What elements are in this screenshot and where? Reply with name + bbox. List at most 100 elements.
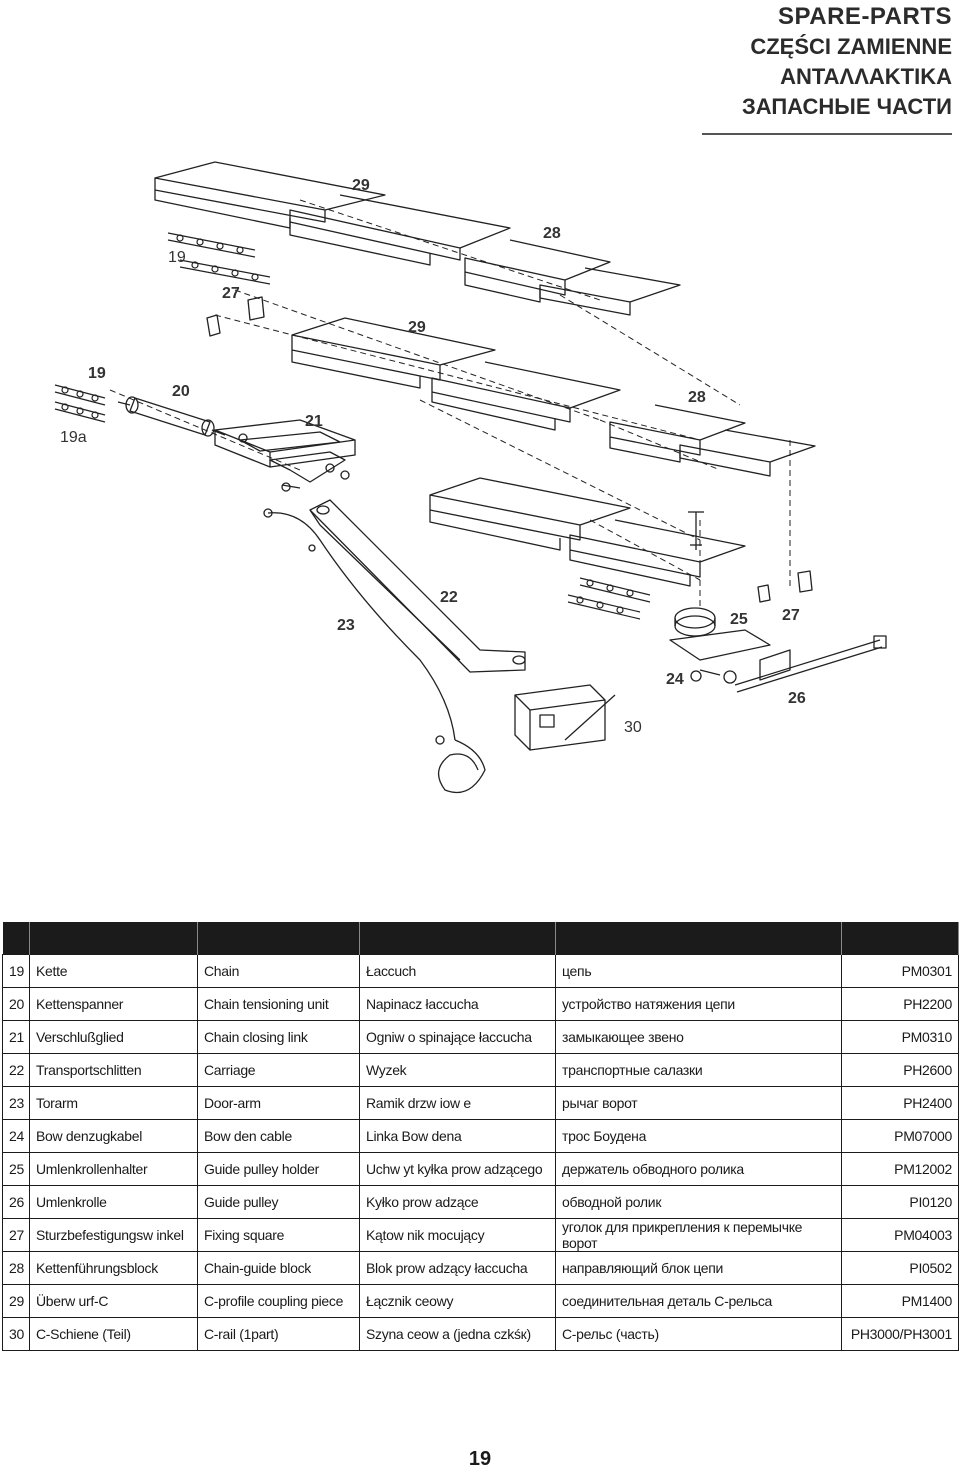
fixing-square-left <box>206 296 265 337</box>
label-30: 30 <box>624 719 642 736</box>
guide-bolt <box>688 511 704 550</box>
c-rail-lower <box>429 477 746 587</box>
label-29-middle: 29 <box>408 319 426 336</box>
col-no <box>2 922 30 955</box>
cell-ru: уголок для прикрепления к перемычке воро… <box>555 1218 842 1252</box>
door-arm <box>309 499 526 673</box>
cell-no: 28 <box>2 1251 30 1285</box>
cell-pl: Uchw yt kyłka prow adzącego <box>359 1152 556 1186</box>
carriage <box>214 419 356 492</box>
page-number: 19 <box>468 1448 492 1470</box>
cell-en: Chain tensioning unit <box>197 987 360 1021</box>
cell-no: 30 <box>2 1317 30 1351</box>
cell-ru: держатель обводного ролика <box>555 1152 842 1186</box>
cell-no: 24 <box>2 1119 30 1153</box>
label-26: 26 <box>788 690 806 707</box>
cell-pl: Linka Bow dena <box>359 1119 556 1153</box>
cell-de: Kettenführungsblock <box>29 1251 198 1285</box>
cell-en: Chain-guide block <box>197 1251 360 1285</box>
bracket <box>514 684 616 751</box>
label-25: 25 <box>730 611 748 628</box>
cell-code: PH2200 <box>841 987 959 1021</box>
cell-code: PM04003 <box>841 1218 959 1252</box>
cell-en: Guide pulley holder <box>197 1152 360 1186</box>
bowden-cable <box>263 508 486 794</box>
cell-no: 23 <box>2 1086 30 1120</box>
cell-en: C-rail (1part) <box>197 1317 360 1351</box>
c-profile-coupling-middle <box>291 317 621 431</box>
cell-de: Verschlußglied <box>29 1020 198 1054</box>
title-ru: ЗАПАСНЫЕ ЧАСТИ <box>741 94 952 119</box>
label-19a: 19a <box>60 429 87 446</box>
cell-pl: Ogniw o spinające łaccucha <box>359 1020 556 1054</box>
cell-ru: соединительная деталь С-рельса <box>555 1284 842 1318</box>
diagram-drawing: 29 28 19 27 29 19 20 19a 28 21 22 23 25 … <box>54 161 887 794</box>
title-en: SPARE-PARTS <box>778 3 952 30</box>
cell-code: PM1400 <box>841 1284 959 1318</box>
cell-en: Fixing square <box>197 1218 360 1252</box>
chain-top <box>167 232 271 285</box>
cell-de: Bow denzugkabel <box>29 1119 198 1153</box>
cell-ru: С-рельс (часть) <box>555 1317 842 1351</box>
cell-pl: Ramik drzw iow e <box>359 1086 556 1120</box>
label-19-top: 19 <box>168 249 186 266</box>
cell-code: PI0502 <box>841 1251 959 1285</box>
cell-ru: рычаг ворот <box>555 1086 842 1120</box>
cell-code: PM12002 <box>841 1152 959 1186</box>
fixing-square-right <box>757 570 813 603</box>
cell-pl: Łaccuch <box>359 954 556 988</box>
label-22: 22 <box>440 589 458 606</box>
cell-code: PM07000 <box>841 1119 959 1153</box>
cell-de: Torarm <box>29 1086 198 1120</box>
cell-code: PI0120 <box>841 1185 959 1219</box>
cell-no: 21 <box>2 1020 30 1054</box>
cell-code: PH2600 <box>841 1053 959 1087</box>
cell-code: PH3000/PH3001 <box>841 1317 959 1351</box>
chain-tensioner <box>117 396 226 437</box>
cell-de: Transportschlitten <box>29 1053 198 1087</box>
chain-guide-block-top <box>464 239 681 316</box>
cell-ru: направляющий блок цепи <box>555 1251 842 1285</box>
chain-guide-block-middle <box>609 404 816 477</box>
cell-de: Umlenkrolle <box>29 1185 198 1219</box>
cell-de: Sturzbefestigungsw inkel <box>29 1218 198 1252</box>
cell-en: Chain closing link <box>197 1020 360 1054</box>
cell-pl: Kyłko prow adzące <box>359 1185 556 1219</box>
c-profile-coupling-top <box>154 161 511 266</box>
label-21: 21 <box>305 413 323 430</box>
cell-en: Bow den cable <box>197 1119 360 1153</box>
col-code <box>841 922 959 955</box>
label-29-top: 29 <box>352 177 370 194</box>
cell-pl: Kątow nik mocujący <box>359 1218 556 1252</box>
cell-code: PM0310 <box>841 1020 959 1054</box>
label-28-top: 28 <box>543 225 561 242</box>
cell-code: PM0301 <box>841 954 959 988</box>
label-28-middle: 28 <box>688 389 706 406</box>
label-19-left: 19 <box>88 365 106 382</box>
cell-no: 25 <box>2 1152 30 1186</box>
cell-en: C-profile coupling piece <box>197 1284 360 1318</box>
exploded-view-diagram: 29 28 19 27 29 19 20 19a 28 21 22 23 25 … <box>0 140 960 930</box>
title-pl: CZĘŚCI ZAMIENNE <box>750 34 952 59</box>
cell-de: Kettenspanner <box>29 987 198 1021</box>
cell-ru: транспортные салазки <box>555 1053 842 1087</box>
guide-pulley-assembly <box>669 607 887 693</box>
col-de <box>29 922 198 955</box>
label-27-right: 27 <box>782 607 800 624</box>
cell-no: 22 <box>2 1053 30 1087</box>
cell-no: 20 <box>2 987 30 1021</box>
cell-en: Guide pulley <box>197 1185 360 1219</box>
cell-ru: обводной ролик <box>555 1185 842 1219</box>
cell-no: 27 <box>2 1218 30 1252</box>
cell-ru: устройство натяжения цепи <box>555 987 842 1021</box>
cell-code: PH2400 <box>841 1086 959 1120</box>
col-pl <box>359 922 556 955</box>
